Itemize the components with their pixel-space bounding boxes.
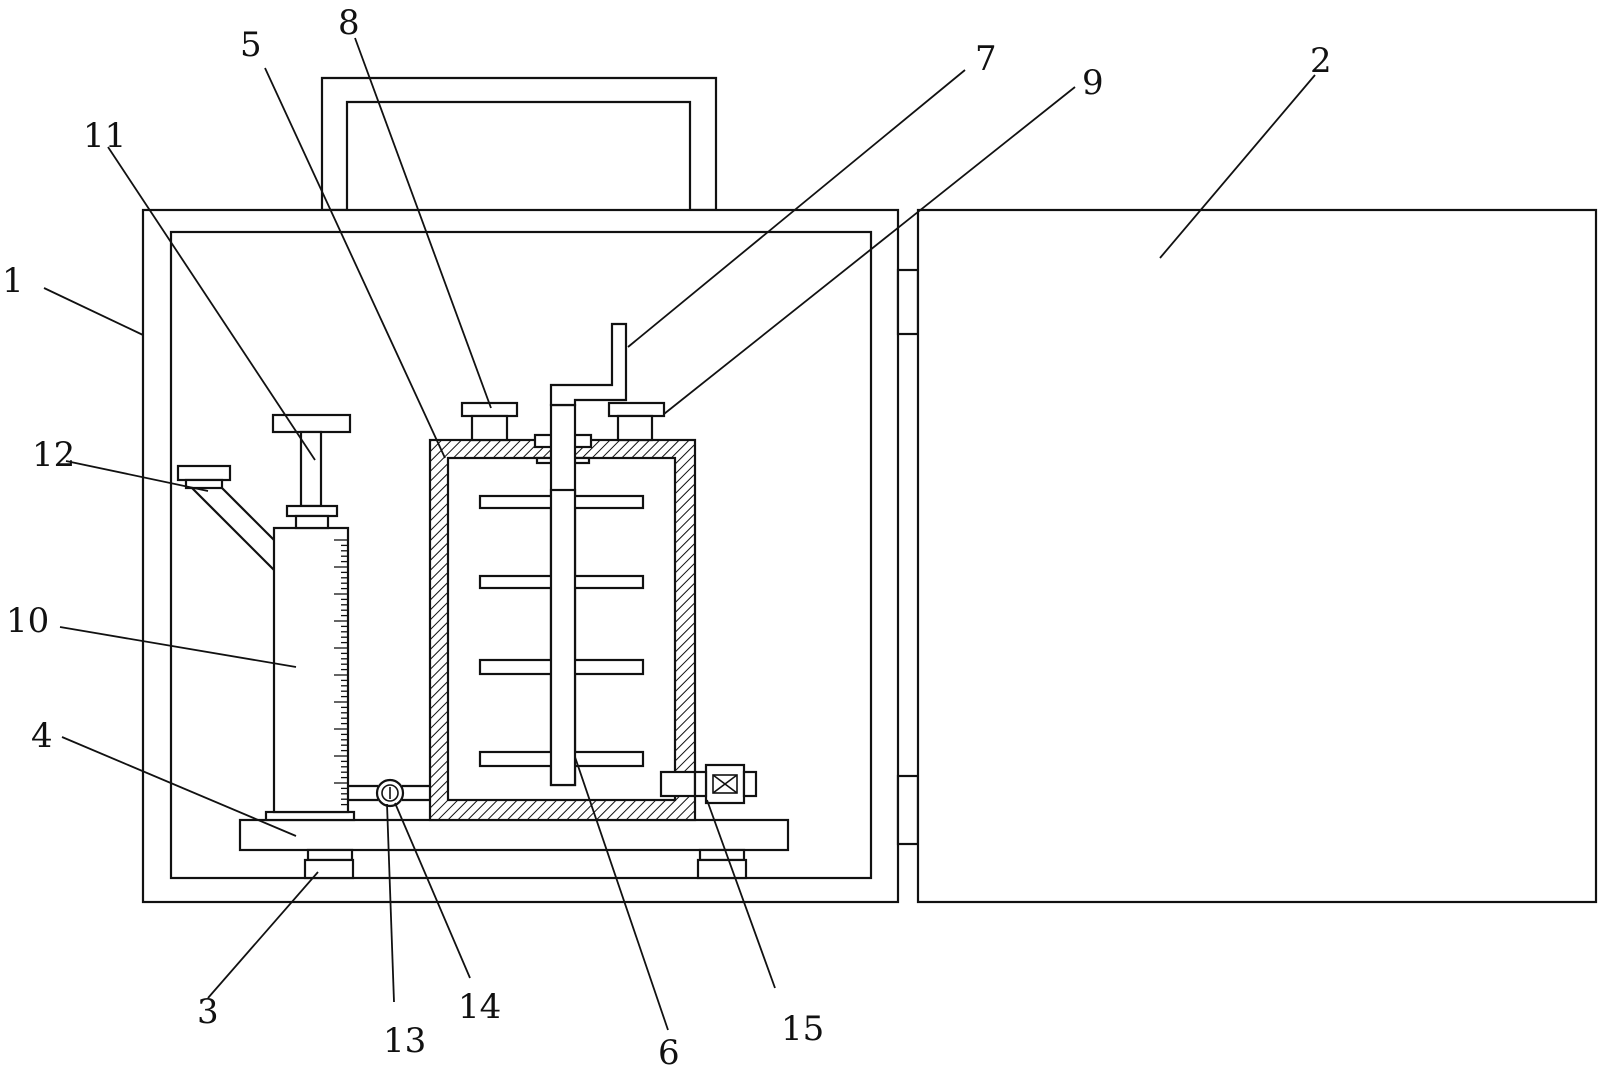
label-1: 1 xyxy=(2,261,24,301)
leader-lines xyxy=(43,37,1316,1031)
label-7: 7 xyxy=(975,39,997,79)
door-panel xyxy=(916,208,1598,904)
carry-handle xyxy=(320,76,718,212)
label-10: 10 xyxy=(6,601,49,641)
callout-labels: 1 2 3 4 5 6 7 8 9 10 11 12 13 14 15 xyxy=(2,3,1332,1073)
label-4: 4 xyxy=(31,716,53,756)
secondary-port xyxy=(607,401,666,442)
label-14: 14 xyxy=(458,987,501,1027)
label-12: 12 xyxy=(32,435,75,475)
label-11: 11 xyxy=(83,116,126,156)
outlet-valve xyxy=(659,763,758,805)
label-3: 3 xyxy=(197,992,219,1032)
label-8: 8 xyxy=(338,3,360,43)
label-9: 9 xyxy=(1082,63,1104,103)
connecting-pipe xyxy=(348,784,430,802)
stirring-paddles xyxy=(478,488,645,787)
crank-handle xyxy=(549,322,628,407)
label-15: 15 xyxy=(781,1009,824,1049)
graduated-cylinder xyxy=(264,526,356,822)
label-6: 6 xyxy=(658,1033,680,1071)
base-plate xyxy=(238,818,790,852)
cylinder-scale xyxy=(334,539,348,806)
label-5: 5 xyxy=(240,25,262,65)
valve xyxy=(375,778,405,808)
label-13: 13 xyxy=(383,1021,426,1061)
piston-plunger xyxy=(271,413,352,530)
label-2: 2 xyxy=(1310,41,1332,81)
door-hinges xyxy=(896,268,920,846)
inlet-funnel xyxy=(176,464,275,571)
inlet-port xyxy=(460,401,519,442)
